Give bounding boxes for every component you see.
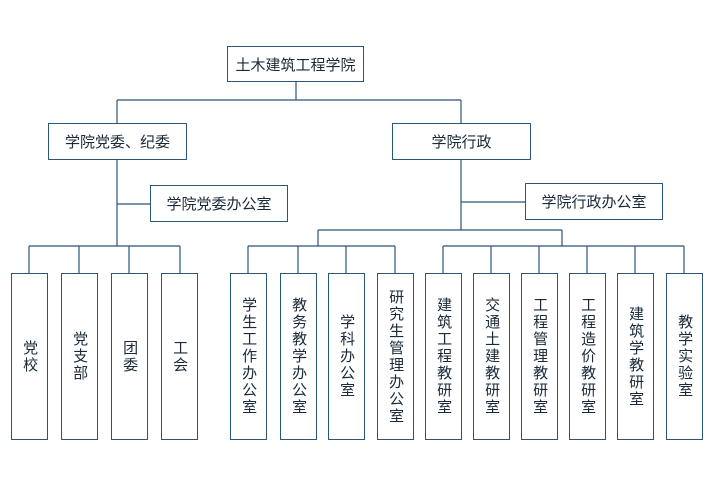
admin-left-child-node: 研究生管理办公室 <box>377 273 414 440</box>
party-office-node: 学院党委办公室 <box>150 185 288 222</box>
admin-right-child-node: 工程造价教研室 <box>569 273 606 440</box>
party-child-node: 工会 <box>161 273 198 440</box>
root-node: 土木建筑工程学院 <box>227 46 364 82</box>
admin-right-child-node: 工程管理教研室 <box>521 273 558 440</box>
party-child-node: 党支部 <box>61 273 98 440</box>
admin-node: 学院行政 <box>392 123 531 160</box>
admin-right-child-node: 交通土建教研室 <box>473 273 510 440</box>
party-child-node: 党校 <box>11 273 48 440</box>
party-child-node: 团委 <box>111 273 148 440</box>
party-committee-node: 学院党委、纪委 <box>48 123 187 160</box>
admin-left-child-node: 教务教学办公室 <box>280 273 317 440</box>
admin-right-child-node: 教学实验室 <box>666 273 703 440</box>
admin-right-child-node: 建筑学教研室 <box>617 273 654 440</box>
admin-left-child-node: 学生工作办公室 <box>230 273 267 440</box>
admin-right-child-node: 建筑工程教研室 <box>425 273 462 440</box>
admin-office-node: 学院行政办公室 <box>525 183 663 220</box>
admin-left-child-node: 学科办公室 <box>328 273 365 440</box>
